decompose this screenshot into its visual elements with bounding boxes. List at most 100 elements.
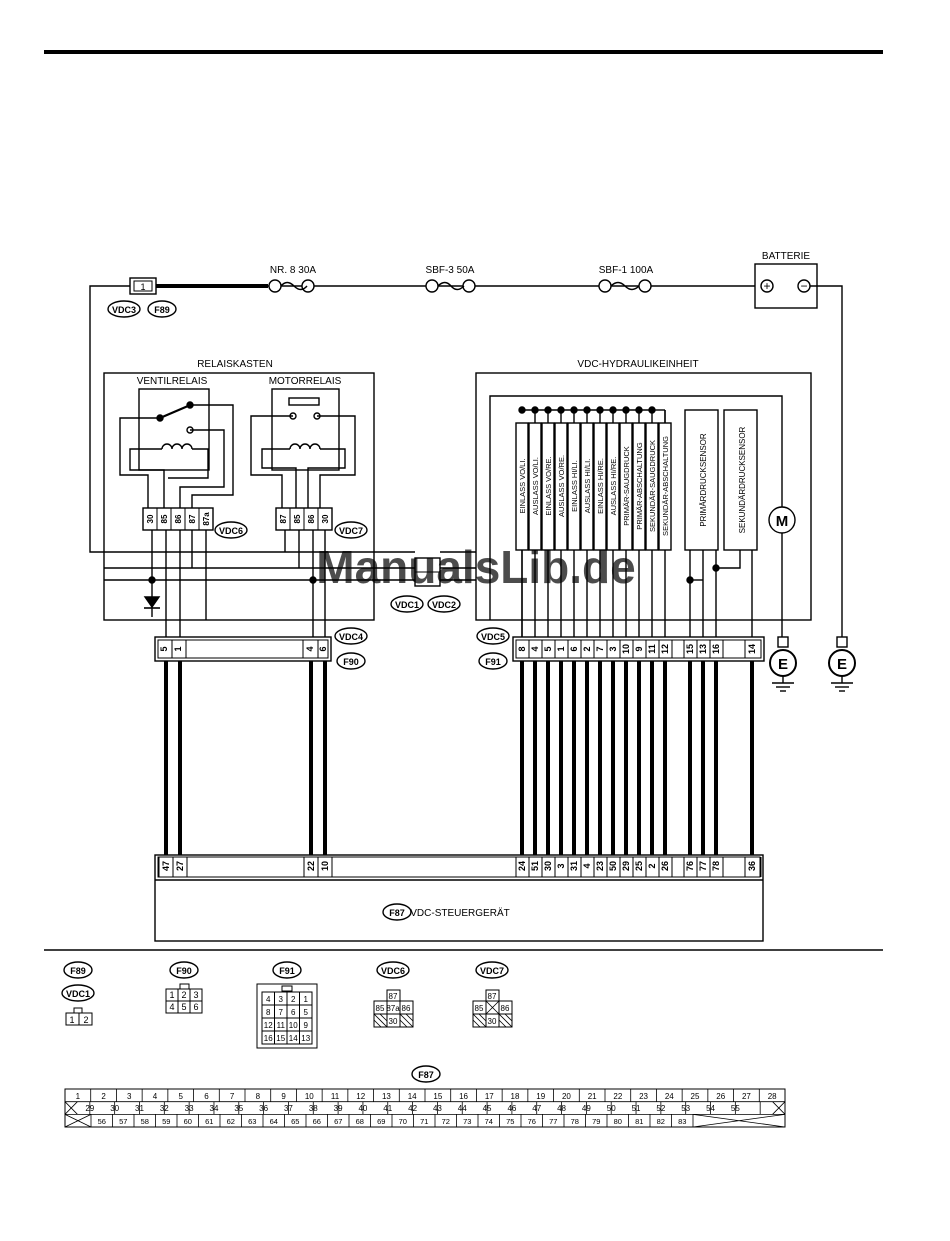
valve-label: AUSLASS VO/RE. [557, 455, 566, 517]
valve-label: PRIMÄR-SAUGDRUCK [622, 446, 631, 526]
secondary-sensor-label: SEKUNDÄRDRUCKSENSOR [738, 426, 747, 533]
f87-pin: 55 [731, 1104, 740, 1113]
valve-label: AUSLASS VO/LI. [531, 457, 540, 515]
f90-cell-label: 2 [181, 990, 186, 1000]
ecu-pin: 25 [634, 861, 644, 871]
vdc2-badge [427, 595, 461, 613]
ecu-pin: 10 [320, 861, 330, 871]
vdc4-pin: 5 [159, 646, 169, 651]
ecu-pin: 77 [698, 861, 708, 871]
f91-cell [299, 1030, 313, 1045]
f87-pin: 83 [678, 1117, 686, 1126]
vdc6-pin: 86 [174, 514, 183, 523]
battery-label: BATTERIE [762, 251, 810, 262]
f87-pin: 19 [536, 1092, 545, 1101]
f87-pin: 51 [632, 1104, 641, 1113]
f91-pin: 12 [660, 644, 670, 654]
f87-pin: 36 [259, 1104, 268, 1113]
f87-pin: 40 [358, 1104, 367, 1113]
f87-pin: 41 [383, 1104, 392, 1113]
valve-label: EINLASS HI/LI. [570, 460, 579, 512]
svg-text:87: 87 [488, 992, 497, 1001]
valve-label: SEKUNDÄR-SAUGDRUCK [648, 440, 657, 532]
ecu-pin: 78 [711, 861, 721, 871]
relay-box: RELAISKASTEN VENTILRELAIS MOTORRELAIS 30 [103, 359, 375, 637]
vdc4-pin: 1 [173, 646, 183, 651]
svg-text:87a: 87a [386, 1004, 400, 1013]
fuse-nr8 [268, 279, 315, 293]
f87-pin: 11 [331, 1092, 340, 1101]
f87-pin: 47 [532, 1104, 541, 1113]
f87-pin: 39 [334, 1104, 343, 1113]
svg-text:30: 30 [389, 1017, 398, 1026]
ecu-pin: 24 [517, 861, 527, 871]
f87-pin: 30 [110, 1104, 119, 1113]
f90-cell-label: 3 [193, 990, 198, 1000]
f87-pin: 46 [507, 1104, 516, 1113]
f87-pin: 34 [210, 1104, 219, 1113]
f91-cell-label: 6 [291, 1008, 296, 1017]
svg-text:85: 85 [376, 1004, 385, 1013]
f91-pin: 10 [621, 644, 631, 654]
valve-junction-dot [518, 406, 526, 414]
svg-text:86: 86 [402, 1004, 411, 1013]
f90-cell-label: 5 [181, 1002, 186, 1012]
f91-cell-label: 13 [301, 1034, 310, 1043]
vdc3-badge [107, 300, 141, 318]
svg-text:F87: F87 [418, 1070, 434, 1080]
ecu-pin: 47 [161, 861, 171, 871]
f91-pin: 6 [569, 646, 579, 651]
svg-text:E: E [837, 656, 847, 673]
f91-pin: 13 [698, 644, 708, 654]
f87-pin: 28 [768, 1092, 777, 1101]
hydraulic-unit: VDC-HYDRAULIKEINHEIT EINLASS VO/LI.AUSLA… [475, 359, 856, 692]
svg-text:87: 87 [389, 992, 398, 1001]
svg-text:F91: F91 [485, 657, 501, 667]
battery-minus: − [800, 279, 807, 293]
svg-text:VDC3: VDC3 [112, 305, 136, 315]
f87-pin: 14 [408, 1092, 417, 1101]
f91-badge [478, 652, 508, 670]
motor-label: M [776, 513, 789, 530]
f87-pin: 17 [485, 1092, 494, 1101]
svg-text:E: E [778, 656, 788, 673]
svg-text:86: 86 [501, 1004, 510, 1013]
svg-text:F90: F90 [176, 966, 192, 976]
f87-pin: 75 [506, 1117, 514, 1126]
f87-pin: 8 [256, 1092, 261, 1101]
ecu-pin: 26 [660, 861, 670, 871]
f90-cell-label: 4 [169, 1002, 174, 1012]
f91-cell-label: 12 [264, 1021, 273, 1030]
f87-pin: 3 [127, 1092, 132, 1101]
f87-pin: 42 [408, 1104, 417, 1113]
f91-pin: 14 [747, 644, 757, 654]
vdc7-view-badge [475, 961, 509, 979]
ecu-pin: 2 [647, 863, 657, 868]
f90-badge [336, 652, 366, 670]
ecu-pin: 22 [306, 861, 316, 871]
vdc4-badge [334, 627, 368, 645]
f87-pin: 50 [607, 1104, 616, 1113]
f87-badge [382, 903, 412, 921]
harness-left [164, 661, 327, 855]
svg-text:VDC1: VDC1 [395, 600, 419, 610]
f87-pin: 16 [459, 1092, 468, 1101]
svg-text:F89: F89 [70, 966, 86, 976]
f87-pin: 6 [204, 1092, 209, 1101]
valve-group: EINLASS VO/LI.AUSLASS VO/LI.EINLASS VO/R… [515, 406, 672, 637]
fuse-sbf1 [598, 279, 652, 293]
svg-text:30: 30 [488, 1017, 497, 1026]
f87-pin: 65 [291, 1117, 299, 1126]
svg-text:85: 85 [475, 1004, 484, 1013]
bus-lines: VDC1 VDC2 [104, 551, 476, 613]
f87-pin: 48 [557, 1104, 566, 1113]
f87-pin: 31 [135, 1104, 144, 1113]
f87-pin: 56 [98, 1117, 106, 1126]
svg-text:F89: F89 [154, 305, 170, 315]
f87-pin: 80 [614, 1117, 622, 1126]
f91-pin: 1 [556, 646, 566, 651]
f87-pin: 60 [184, 1117, 192, 1126]
